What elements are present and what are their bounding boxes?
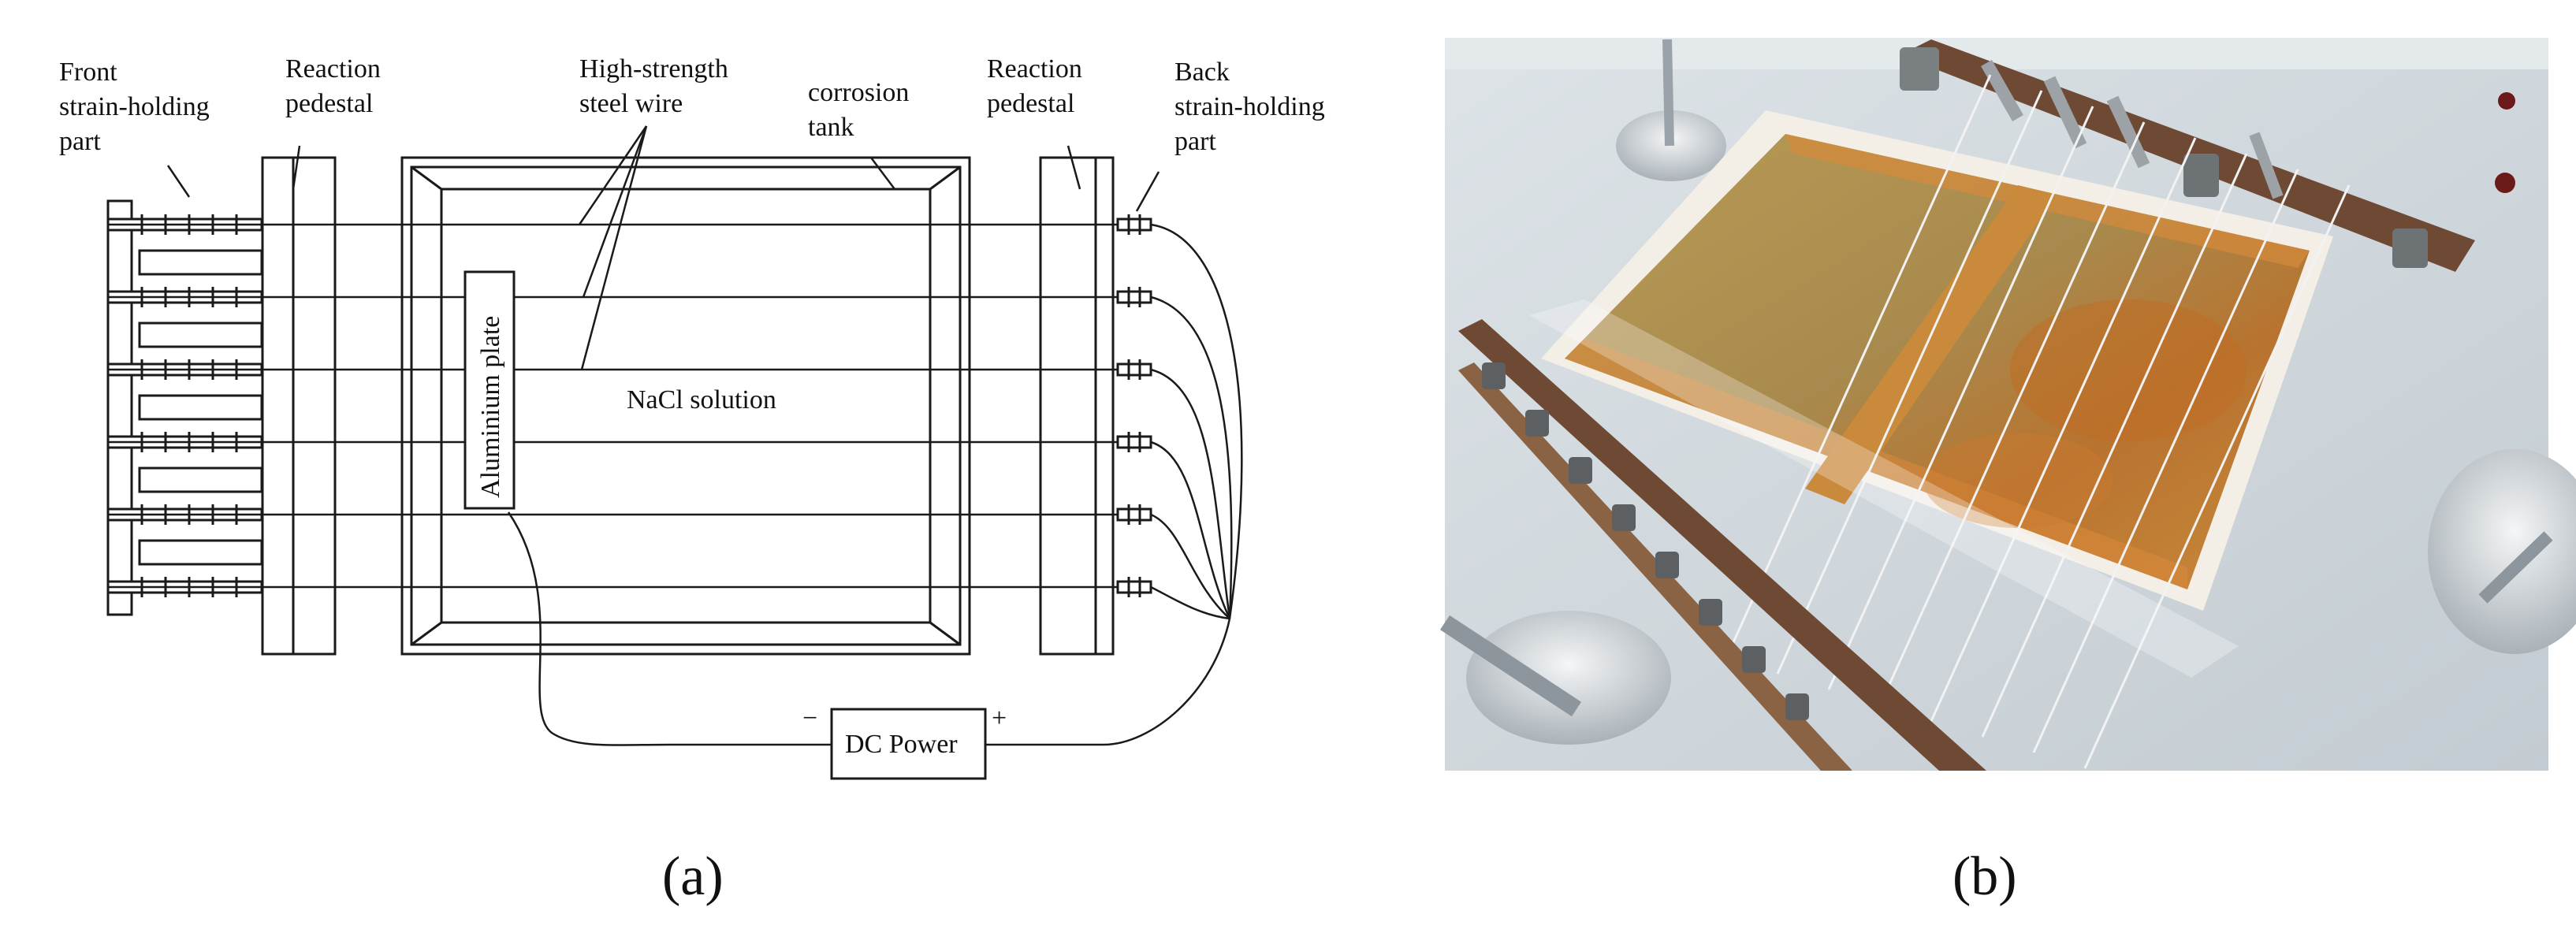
stand-disc-top-left: [1616, 110, 1726, 181]
leader-reaction-pedestal-left: [292, 145, 301, 190]
label-corrosion-tank-1: corrosion: [808, 78, 909, 107]
label-back-strain-holding-3: part: [1174, 127, 1216, 156]
front-strain-holding-part: [106, 199, 263, 616]
label-back-strain-holding-2: strain-holding: [1174, 92, 1325, 121]
leader-reaction-pedestal-right: [1067, 145, 1081, 190]
label-front-strain-holding-2: strain-holding: [59, 92, 210, 121]
back-strain-holding-part: [1116, 214, 1152, 597]
leader-steel-wire-3: [580, 125, 648, 370]
stand-disc-right: [2428, 449, 2576, 654]
reaction-pedestal-right: [1039, 156, 1115, 656]
label-steel-wire-2: steel wire: [579, 89, 683, 118]
leader-front-strain-holding: [166, 165, 191, 198]
photo-steel-wires: [1725, 74, 2351, 769]
label-nacl-solution: NaCl solution: [627, 385, 776, 414]
label-reaction-pedestal-right-2: pedestal: [987, 89, 1074, 118]
label-minus-terminal: −: [802, 704, 817, 733]
panel-b-photo: [1439, 38, 2576, 771]
label-reaction-pedestal-right-1: Reaction: [987, 54, 1082, 84]
leader-steel-wire-2: [582, 125, 648, 298]
stand-disc-bottom-left: [1466, 611, 1671, 745]
label-front-strain-holding-1: Front: [59, 58, 117, 87]
label-reaction-pedestal-left-2: pedestal: [285, 89, 373, 118]
leader-corrosion-tank: [870, 157, 895, 190]
leader-back-strain-holding: [1135, 171, 1160, 212]
aluminium-plate: [463, 270, 516, 510]
caption-a: (a): [662, 846, 724, 907]
panel-a-schematic: [106, 125, 1243, 780]
steel-wires: [108, 223, 1135, 589]
panel-a-labels: Front strain-holding part Reaction pedes…: [59, 54, 1325, 907]
label-plus-terminal: +: [992, 704, 1007, 733]
reaction-pedestal-left: [261, 156, 337, 656]
caption-b: (b): [1952, 846, 2017, 907]
leader-steel-wire-1: [578, 125, 648, 225]
label-reaction-pedestal-left-1: Reaction: [285, 54, 381, 84]
front-pedestal-beam: [1458, 319, 1986, 771]
connection-wires: [166, 125, 1243, 746]
label-corrosion-tank-2: tank: [808, 113, 854, 142]
dc-power-box: [830, 708, 987, 780]
label-front-strain-holding-3: part: [59, 127, 101, 156]
label-back-strain-holding-1: Back: [1174, 58, 1230, 87]
label-dc-power: DC Power: [845, 730, 958, 759]
label-steel-wire-1: High-strength: [579, 54, 728, 84]
label-aluminium-plate: Aluminium plate: [476, 316, 505, 498]
